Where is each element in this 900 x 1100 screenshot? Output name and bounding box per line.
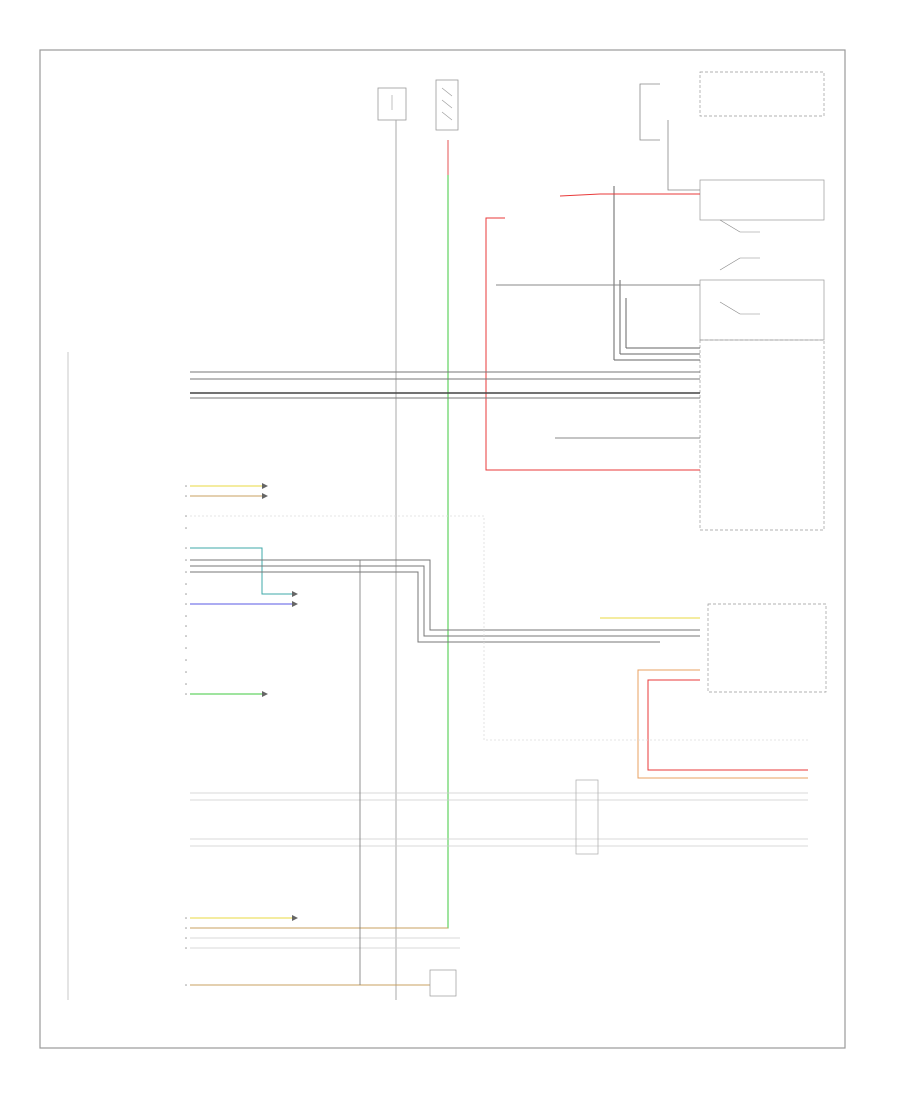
wire-red-main: [559, 193, 700, 197]
antenna-component: [377, 87, 407, 1000]
ground-connector: [429, 969, 457, 997]
telephone-module: [707, 603, 827, 693]
diagram-frame: [39, 49, 846, 1049]
wire-orange-loop: [637, 669, 808, 779]
terminal-arrows: [262, 483, 298, 921]
ignition-switch-component: [435, 79, 459, 131]
telephone-bundle-1: [190, 559, 700, 631]
telephone-bundle-3: [190, 571, 660, 643]
power-control-unit: [639, 71, 825, 221]
relay-switch-upper: [719, 219, 760, 271]
wire-dotted-gray: [190, 515, 808, 741]
antenna-amplifier-box: [699, 339, 825, 531]
fiber-connector: [575, 779, 599, 855]
wire-red-loop-2: [647, 679, 808, 771]
pin-markers-left: [185, 485, 187, 986]
relay-switch-lower: [699, 279, 825, 341]
wire-red-loop: [485, 217, 700, 471]
wire-teal-bend: [190, 547, 292, 595]
wire-green-trunk: [220, 140, 449, 929]
telephone-bundle-2: [190, 565, 700, 637]
